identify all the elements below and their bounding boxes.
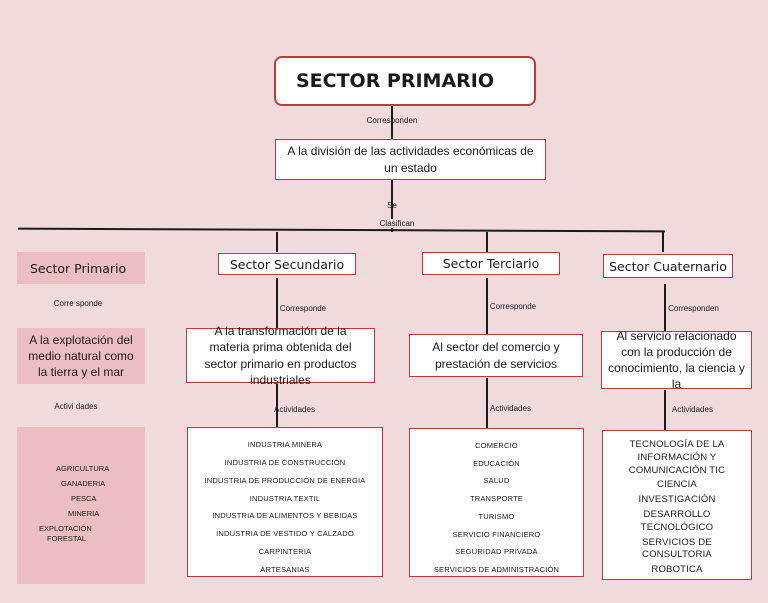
sector-cuaternario-name: Sector Cuaternario <box>609 258 727 274</box>
page-title: SECTOR PRIMARIO <box>295 70 495 92</box>
cuaternario-description-box: Al servicio relacionado con la producció… <box>601 329 752 391</box>
list-item: DESARROLLO TECNOLÓGICO <box>640 508 714 533</box>
connector-definition-branch <box>391 180 393 232</box>
left-items-box: AGRICULTURA GANADERIA PESCA MINERIA EXPL… <box>17 427 145 584</box>
list-item: INDUSTRIA DE ALIMENTOS Y BEBIDAS <box>212 511 358 521</box>
sector-secundario-box: Sector Secundario <box>218 253 356 275</box>
terciario-correspond-label: Corresponde <box>489 302 537 311</box>
secundario-activities-label: Actividades <box>274 405 315 414</box>
connector-cuaternario-list <box>664 390 666 430</box>
list-item: INDUSTRIA DE CONSTRUCCIÓN <box>224 457 346 467</box>
list-item: TECNOLOGÍA DE LA INFORMACIÓN Y COMUNICAC… <box>628 439 726 476</box>
cuaternario-description: Al servicio relacionado con la producció… <box>608 328 745 392</box>
left-item-forestal: FORESTAL <box>47 534 87 543</box>
connector-cuaternario-drop <box>662 232 664 252</box>
left-item-ganaderia: GANADERIA <box>61 479 106 488</box>
left-item-explotacion: EXPLOTACIÓN <box>39 524 92 533</box>
classified-label-bottom: Clasifican <box>372 219 422 228</box>
list-item: CIENCIA <box>657 479 697 491</box>
connector-terciario-drop <box>486 232 488 252</box>
list-item: INVESTIGACIÓN <box>638 494 716 506</box>
left-item-mineria: MINERIA <box>68 509 100 518</box>
definition-text: A la división de las actividades económi… <box>287 144 534 175</box>
connector-secundario-list <box>276 384 278 427</box>
connector-terciario-desc <box>486 278 488 334</box>
sector-secundario-name: Sector Secundario <box>229 256 345 272</box>
cuaternario-activities-list: TECNOLOGÍA DE LA INFORMACIÓN Y COMUNICAC… <box>602 430 752 580</box>
list-item: SERVICIOS DE ADMINISTRACIÓN <box>433 564 560 574</box>
list-item: COMERCIO <box>475 441 518 450</box>
list-item: SEGURIDAD PRIVADA <box>455 547 538 557</box>
list-item: EDUCACIÓN <box>473 458 520 468</box>
terciario-activities-label: Actividades <box>490 404 531 413</box>
left-description: A la explotación del medio natural como … <box>28 333 134 380</box>
left-header-box: Sector Primario <box>17 252 145 284</box>
terciario-description: Al sector del comercio y prestación de s… <box>432 340 560 371</box>
connector-cuaternario-desc <box>664 284 666 331</box>
list-item: INDUSTRIA DE VESTIDO Y CALZADO <box>216 529 354 539</box>
list-item: SERVICIOS DE CONSULTORIA <box>642 536 712 561</box>
left-activities-label: Activi dades <box>54 402 98 411</box>
list-item: INDUSTRIA DE PRODUCCIÓN DE ENERGIA <box>204 475 366 485</box>
connector-terciario-list <box>486 378 488 428</box>
left-correspond-label: Corre sponde <box>53 299 103 308</box>
terciario-description-box: Al sector del comercio y prestación de s… <box>409 334 583 377</box>
title-box: SECTOR PRIMARIO <box>274 56 536 106</box>
definition-box: A la división de las actividades económi… <box>275 139 546 180</box>
left-header: Sector Primario <box>30 260 127 276</box>
secundario-description-box: A la transformación de la materia prima … <box>186 324 375 387</box>
list-item: SALUD <box>483 476 510 486</box>
secundario-activities-list: INDUSTRIA MINERA INDUSTRIA DE CONSTRUCCI… <box>187 427 383 577</box>
list-item: ROBOTICA <box>651 564 703 576</box>
list-item: INDUSTRIA TEXTIL <box>249 493 321 503</box>
list-item: SERVICIO FINANCIERO <box>452 529 541 539</box>
left-item-pesca: PESCA <box>71 494 97 503</box>
list-item: INDUSTRIA MINERA <box>247 440 323 449</box>
connector-secundario-drop <box>276 232 278 252</box>
left-item-agricultura: AGRICULTURA <box>56 464 110 473</box>
list-item: TRANSPORTE <box>469 494 524 504</box>
list-item: CARPINTERIA <box>258 547 312 557</box>
left-description-box: A la explotación del medio natural como … <box>17 328 145 384</box>
connector-secundario-desc <box>276 278 278 328</box>
sector-cuaternario-box: Sector Cuaternario <box>603 254 733 278</box>
secundario-description: A la transformación de la materia prima … <box>204 324 357 387</box>
correspond-label: Corresponden <box>366 116 418 125</box>
connector-title-definition <box>391 106 393 139</box>
list-item: ARTESANIAS <box>260 564 310 574</box>
sector-terciario-box: Sector Terciario <box>422 252 560 275</box>
secundario-correspond-label: Corresponde <box>279 304 327 313</box>
sector-terciario-name: Sector Terciario <box>442 256 540 271</box>
cuaternario-correspond-label: Corresponden <box>668 304 719 313</box>
connector-horizontal-branch <box>17 227 666 233</box>
cuaternario-activities-label: Actividades <box>672 405 713 414</box>
classified-label-top: Se <box>387 201 397 210</box>
terciario-activities-list: COMERCIO EDUCACIÓN SALUD TRANSPORTE TURI… <box>409 428 584 577</box>
list-item: TURISMO <box>478 511 515 521</box>
